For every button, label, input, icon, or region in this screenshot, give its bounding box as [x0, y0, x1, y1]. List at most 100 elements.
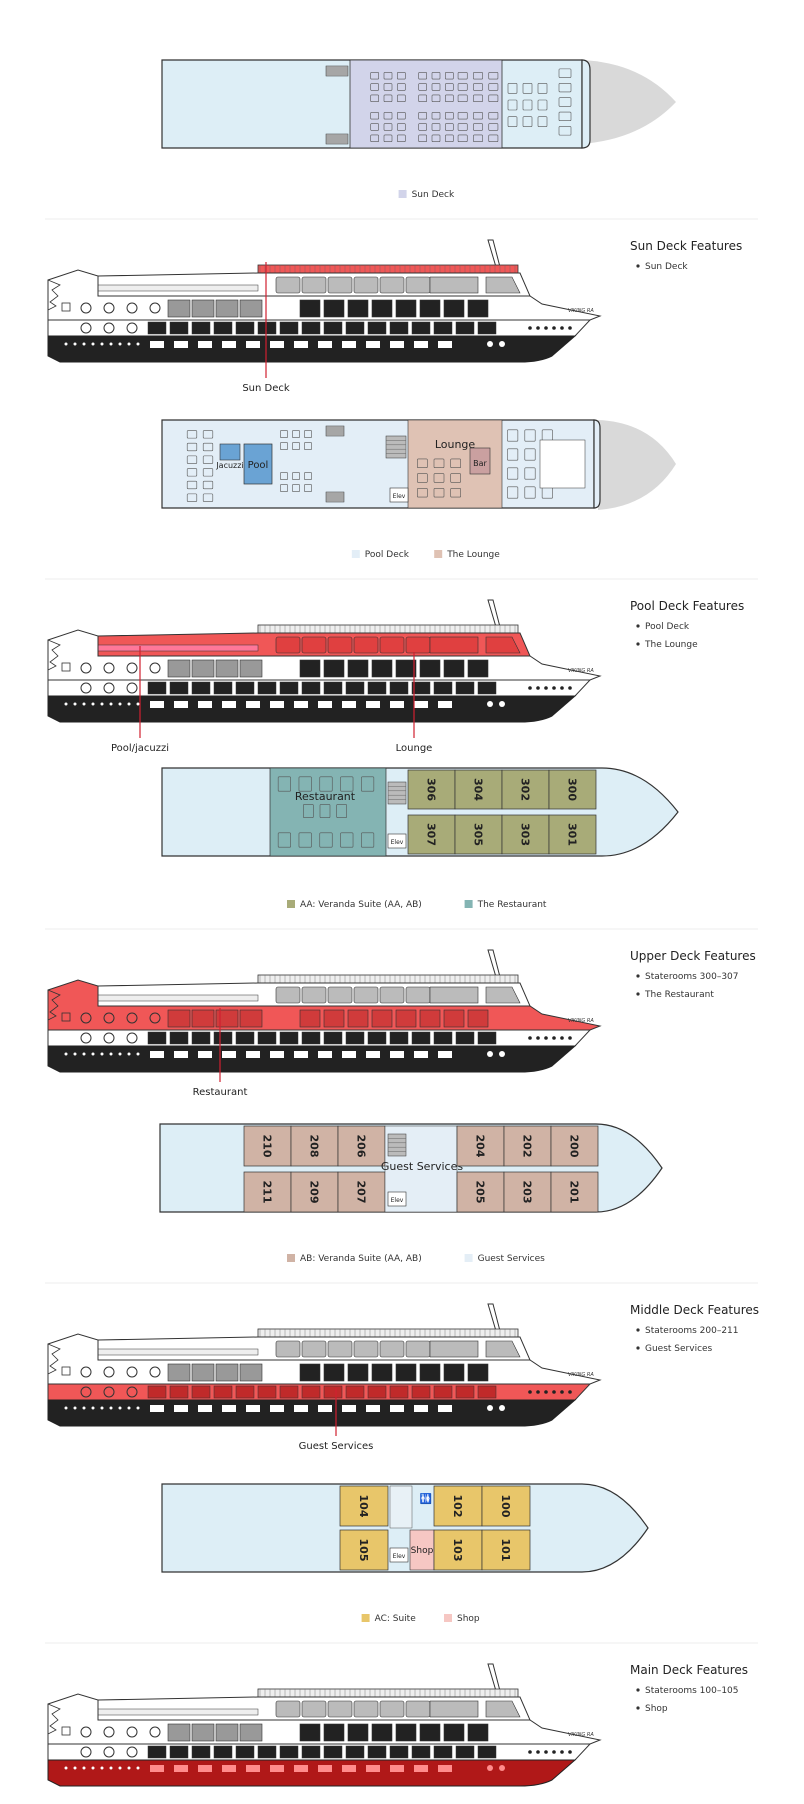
hull-porthole [136, 342, 140, 346]
porthole [149, 1726, 161, 1738]
restaurant-window [167, 1009, 191, 1028]
cabin-window [345, 681, 365, 695]
ship-profile: VIKING RA [47, 1303, 602, 1427]
cabin-window [345, 1031, 365, 1045]
hull-porthole [73, 1052, 77, 1056]
hull-window [366, 341, 380, 348]
cabin-window [191, 321, 211, 335]
seat [431, 123, 441, 131]
bridge-front [485, 1700, 521, 1718]
stateroom [290, 1171, 339, 1213]
lounge-window [275, 1340, 301, 1358]
suite-window [395, 299, 417, 318]
suite-window [443, 299, 465, 318]
stateroom [337, 1171, 386, 1213]
bow-porthole [560, 1036, 564, 1040]
porthole [126, 1386, 138, 1398]
cabin-window [235, 321, 255, 335]
hull-window [414, 1051, 428, 1058]
seat [537, 99, 548, 111]
stateroom [456, 1125, 505, 1167]
stairs [387, 781, 407, 805]
seat [537, 83, 548, 94]
seat [304, 430, 312, 438]
hull-window [222, 701, 236, 708]
seat [370, 123, 379, 131]
legend-swatch [398, 190, 407, 198]
stateroom-number: 202 [521, 1135, 534, 1158]
cabin-window [169, 321, 189, 335]
porthole [80, 1726, 92, 1738]
cabin-window [389, 1031, 409, 1045]
hull-porthole [487, 341, 493, 347]
porthole [80, 1366, 92, 1378]
porthole [126, 662, 138, 674]
seat [445, 123, 454, 131]
ship-name: VIKING RA [568, 1732, 594, 1738]
cabin-window [345, 1385, 365, 1399]
porthole [80, 302, 92, 314]
bow-porthole [528, 326, 532, 330]
seat [450, 458, 461, 469]
porthole [126, 682, 138, 694]
hull-window [174, 341, 188, 348]
seat [417, 473, 428, 483]
porthole [149, 302, 161, 314]
furniture-group [370, 111, 406, 143]
callout-label: Sun Deck [242, 383, 290, 394]
porthole [80, 322, 92, 334]
stairs [325, 133, 349, 145]
cabin-window [323, 1385, 343, 1399]
suite-window [347, 659, 369, 678]
hull-porthole [118, 1406, 122, 1410]
hull-porthole [100, 702, 104, 706]
legend-swatch [287, 900, 295, 908]
hull-window [198, 1765, 212, 1772]
seat [431, 111, 441, 120]
seat [280, 442, 288, 450]
seat [524, 467, 536, 480]
cabin-window [257, 1745, 277, 1759]
stateroom-number: 303 [519, 823, 532, 846]
seat [292, 442, 300, 450]
stairs-icon [325, 425, 345, 437]
cabin-window [455, 681, 475, 695]
stateroom-number: 300 [566, 778, 579, 801]
hull-window [390, 1051, 404, 1058]
stateroom [407, 814, 456, 855]
hull-window [198, 341, 212, 348]
features-title: Sun Deck Features [630, 239, 742, 253]
porthole [149, 662, 161, 674]
pool-label: Pool [248, 460, 269, 471]
feature-item: Staterooms 100–105 [645, 1686, 739, 1696]
seat [397, 71, 406, 80]
bow-porthole [528, 686, 532, 690]
hull-porthole [64, 1052, 68, 1056]
furniture-group [280, 472, 312, 492]
seat [280, 430, 288, 438]
suite-window [299, 1009, 321, 1028]
hull-window [438, 1765, 452, 1772]
elevator-label: Elev [393, 1553, 406, 1560]
hull-porthole [64, 1766, 68, 1770]
hull-porthole [82, 342, 86, 346]
hull-window [150, 1765, 164, 1772]
bridge-window [429, 1700, 479, 1718]
seat [445, 71, 454, 80]
cabin-window [213, 1385, 233, 1399]
suite-window [299, 659, 321, 678]
jacuzzi-label: Jacuzzi [215, 461, 243, 470]
shop-label: Shop [411, 1546, 434, 1556]
bow-porthole [552, 326, 556, 330]
bridge-front [485, 986, 521, 1004]
cabin-window [169, 1745, 189, 1759]
seat [383, 83, 393, 91]
seat [304, 484, 312, 492]
lounge-window [405, 636, 431, 654]
bow-porthole [568, 1036, 572, 1040]
porthole [80, 1032, 92, 1044]
restaurant-window [191, 659, 215, 678]
lounge-window [301, 1700, 327, 1718]
